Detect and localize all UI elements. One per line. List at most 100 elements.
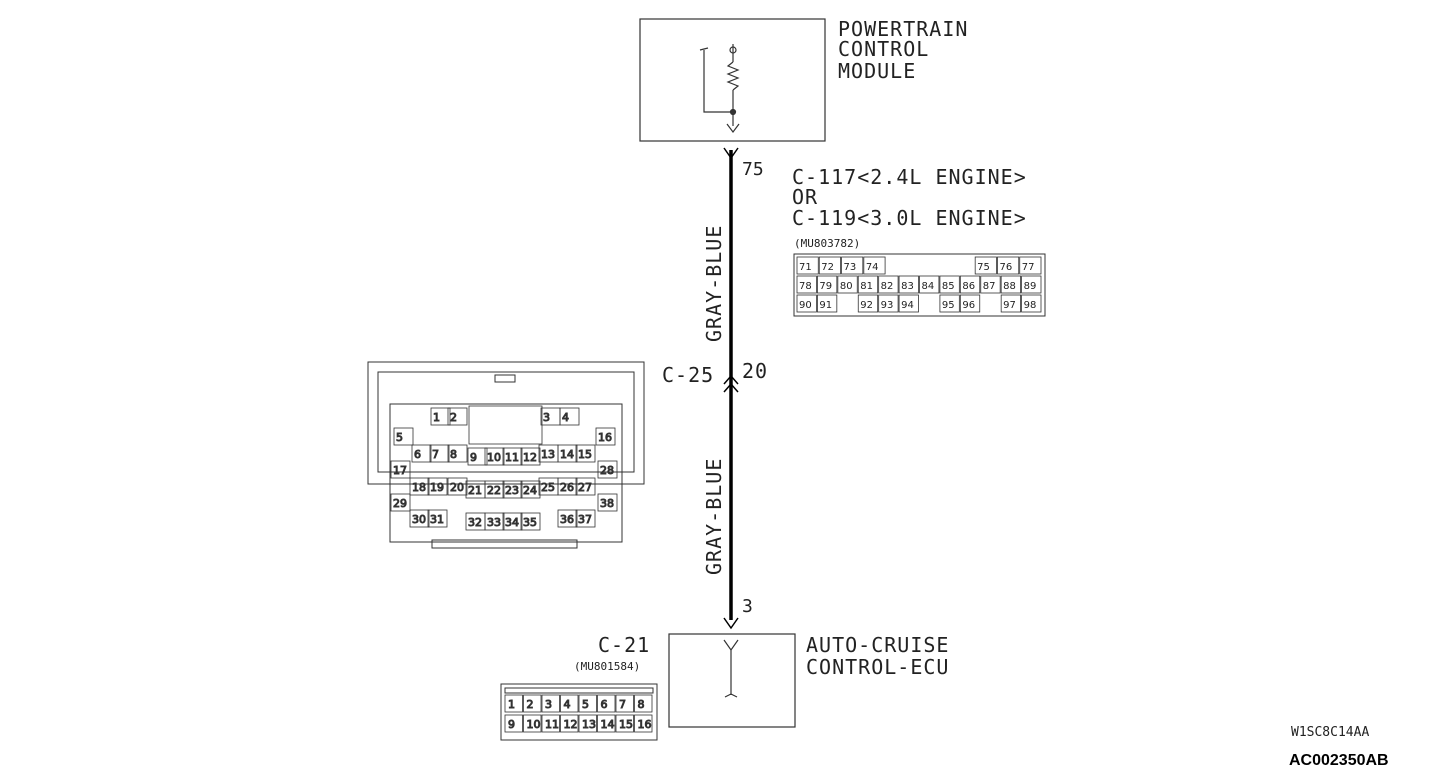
c25-pin-cell	[484, 480, 505, 499]
pcm-pin-number: 98	[1024, 300, 1037, 311]
c21-pin-number: 11	[545, 718, 559, 731]
c25-pin-cell	[502, 512, 523, 531]
c25-pin-cell	[484, 512, 505, 531]
c25-pin-cell	[502, 480, 523, 499]
c25-pin-number: 38	[600, 497, 614, 510]
c25-pin-cell	[502, 447, 523, 466]
c21-pin-number: 16	[638, 718, 652, 731]
pcm-connector-id-line-1: C-117<2.4L ENGINE>	[792, 165, 1027, 189]
pcm-pin-number: 71	[799, 262, 812, 273]
c25-pin-cell	[557, 477, 578, 496]
pcm-pin-number: 89	[1024, 281, 1037, 292]
pcm-pin-cell	[997, 256, 1020, 275]
pcm-pin-cell	[796, 294, 817, 313]
pcm-pin-number: 80	[840, 281, 853, 292]
pcm-pin-number: 92	[860, 300, 873, 311]
c25-pin-number: 35	[523, 516, 537, 529]
c25-pin-number: 36	[560, 513, 574, 526]
c25-pin-cell	[467, 447, 488, 466]
pcm-pin-number: 72	[821, 262, 834, 273]
c25-pin-cell	[559, 407, 580, 426]
pcm-pin-number: 88	[1003, 281, 1016, 292]
pcm-pin-number: 90	[799, 300, 812, 311]
c21-pin-cell	[597, 714, 616, 733]
pcm-pin-cell	[1021, 294, 1042, 313]
pcm-pin-cell	[837, 275, 858, 294]
c25-pin-number: 10	[487, 451, 501, 464]
pcm-pin-cell	[817, 275, 838, 294]
pcm-pin-number: 86	[962, 281, 975, 292]
c21-pin-number: 2	[527, 698, 534, 711]
pcm-pin-number: 95	[942, 300, 955, 311]
pcm-pin-cell	[818, 256, 841, 275]
c25-pin-number: 33	[487, 516, 501, 529]
c25-terminal-number: 20	[742, 359, 768, 383]
c25-pin-cell	[409, 509, 430, 528]
c25-pin-number: 29	[393, 497, 407, 510]
pcm-terminal-number: 75	[742, 159, 764, 180]
c25-pin-number: 15	[578, 448, 592, 461]
pcm-pin-cell	[959, 275, 981, 294]
c21-pin-cell	[615, 714, 634, 733]
c25-center-key	[468, 405, 543, 445]
c21-pin-cell	[560, 714, 579, 733]
c25-pin-cell	[390, 460, 411, 479]
ecu-terminal-number: 3	[742, 596, 753, 617]
pcm-pin-cell	[974, 256, 997, 275]
c25-pin-number: 30	[412, 513, 426, 526]
pcm-pin-cell	[1000, 294, 1021, 313]
ecu-title-line-1: AUTO-CRUISE	[806, 633, 949, 657]
c25-pin-number: 24	[523, 484, 537, 497]
c21-pin-cell	[523, 694, 542, 713]
pcm-pin-cell	[980, 275, 1001, 294]
pcm-box	[639, 18, 826, 142]
pcm-pin-number: 85	[942, 281, 955, 292]
c25-pin-cell	[447, 444, 468, 463]
c25-pin-number: 3	[543, 411, 550, 424]
c25-pin-number: 8	[450, 448, 457, 461]
pcm-pin-cell	[898, 294, 919, 313]
c21-pin-cell	[523, 714, 542, 733]
pcm-pin-cell	[939, 294, 960, 313]
c21-pin-number: 5	[582, 698, 589, 711]
c25-pin-cell	[447, 407, 468, 426]
c25-pin-number: 19	[430, 481, 444, 494]
c21-pin-cell	[578, 714, 597, 733]
c21-pin-number: 10	[527, 718, 541, 731]
c25-pin-number: 17	[393, 464, 407, 477]
pcm-pin-number: 96	[962, 300, 975, 311]
c25-pin-cell	[430, 407, 451, 426]
c25-pin-cell	[520, 512, 541, 531]
pcm-pin-cell	[878, 275, 899, 294]
c21-pin-number: 13	[582, 718, 596, 731]
c21-pin-cell	[541, 714, 560, 733]
c25-pin-number: 20	[450, 481, 464, 494]
c21-pin-number: 15	[619, 718, 633, 731]
c21-pin-number: 1	[508, 698, 515, 711]
pcm-pin-number: 82	[881, 281, 894, 292]
pcm-pin-cell	[959, 294, 981, 313]
c21-pin-cell	[634, 694, 653, 713]
reference-code-2: AC002350AB	[1289, 752, 1389, 769]
c25-connector-id: C-25	[662, 363, 714, 387]
c25-pin-cell	[427, 509, 448, 528]
pcm-title-line-2: CONTROL	[838, 37, 929, 61]
wire-color-lower: GRAY-BLUE	[702, 458, 726, 575]
wire-color-upper: GRAY-BLUE	[702, 225, 726, 342]
pcm-pin-number: 87	[983, 281, 996, 292]
c21-pin-number: 3	[545, 698, 552, 711]
pcm-pin-cell	[1019, 256, 1042, 275]
pcm-pin-cell	[939, 275, 960, 294]
c25-pin-cell	[447, 477, 468, 496]
c25-pin-number: 4	[562, 411, 569, 424]
pcm-connector-part-no: (MU803782)	[794, 237, 860, 250]
c21-pin-number: 6	[601, 698, 608, 711]
pcm-pin-cell	[863, 256, 886, 275]
c25-pin-cell	[520, 480, 541, 499]
c25-pin-number: 11	[505, 451, 519, 464]
c25-pin-cell	[429, 444, 450, 463]
pcm-pin-number: 73	[844, 262, 857, 273]
pcm-pin-cell	[857, 294, 879, 313]
